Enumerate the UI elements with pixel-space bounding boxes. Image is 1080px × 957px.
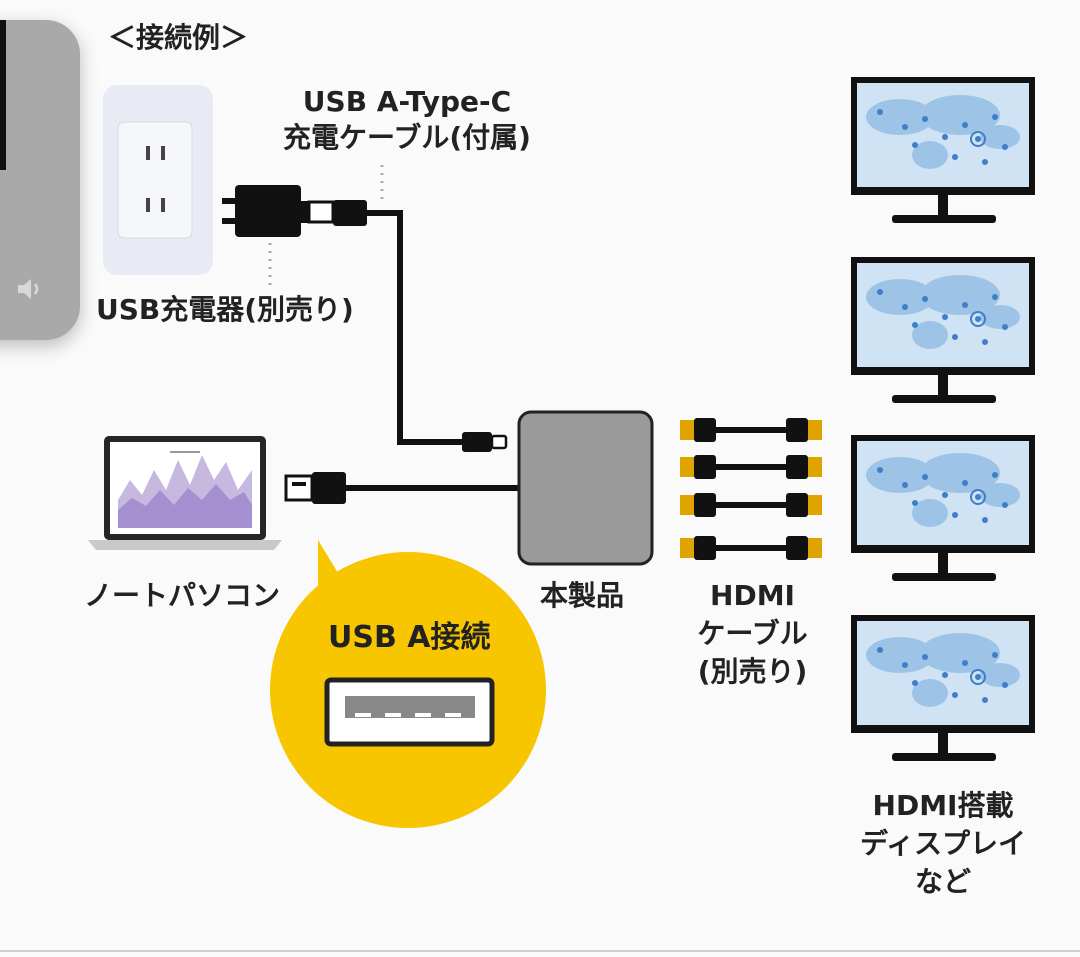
laptop-label: ノートパソコン <box>84 579 281 612</box>
hdmi-label-line2: ケーブル <box>697 617 808 650</box>
wall-outlet <box>103 85 213 275</box>
bottom-divider <box>0 950 1080 952</box>
diagram-title: ＜接続例＞ <box>108 21 249 54</box>
display-label-line1: HDMI搭載 <box>872 789 1014 822</box>
monitors <box>851 77 1035 761</box>
laptop-illustration <box>88 436 282 550</box>
hdmi-display <box>851 435 1035 581</box>
bubble-label: USB A接続 <box>328 620 491 655</box>
charging-cable <box>367 210 462 445</box>
hdmi-label-line3: (別売り) <box>697 655 808 688</box>
hdmi-label-line1: HDMI <box>710 579 795 612</box>
usb-a-cable <box>284 472 520 504</box>
product-label: 本製品 <box>540 579 625 612</box>
cable-label-line1: USB A-Type-C <box>302 85 512 118</box>
cable-label-line2: 充電ケーブル(付属) <box>283 121 531 154</box>
product-device <box>517 410 654 566</box>
usb-c-plug-tip <box>490 434 508 450</box>
hdmi-display <box>851 257 1035 403</box>
display-label-line3: など <box>914 865 971 898</box>
hdmi-display <box>851 615 1035 761</box>
hdmi-cables <box>680 418 822 560</box>
speaker-icon[interactable] <box>14 274 44 304</box>
usb-c-plug-body <box>462 432 492 452</box>
charger-label: USB充電器(別売り) <box>96 293 354 326</box>
display-label-line2: ディスプレイ <box>859 827 1027 860</box>
hdmi-cable <box>680 455 822 479</box>
usb-a-bubble <box>270 540 546 828</box>
usb-charger <box>222 185 367 237</box>
hdmi-cable <box>680 418 822 442</box>
side-panel-edge <box>0 20 6 170</box>
hdmi-cable <box>680 536 822 560</box>
side-panel-overlay <box>0 20 80 340</box>
hdmi-display <box>851 77 1035 223</box>
hdmi-cable <box>680 493 822 517</box>
